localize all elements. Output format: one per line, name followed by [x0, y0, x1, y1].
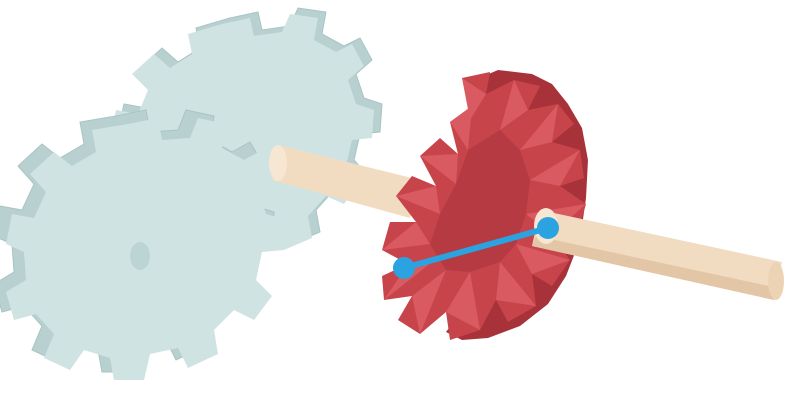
bevel-gear [382, 70, 588, 340]
radius-endpoint-outer [393, 257, 415, 279]
front-spur-gear-hub [130, 242, 150, 270]
front-spur-gear [0, 110, 286, 380]
shaft-front [532, 208, 784, 300]
radius-endpoint-center [537, 217, 559, 239]
shaft-end-cap [768, 262, 784, 300]
